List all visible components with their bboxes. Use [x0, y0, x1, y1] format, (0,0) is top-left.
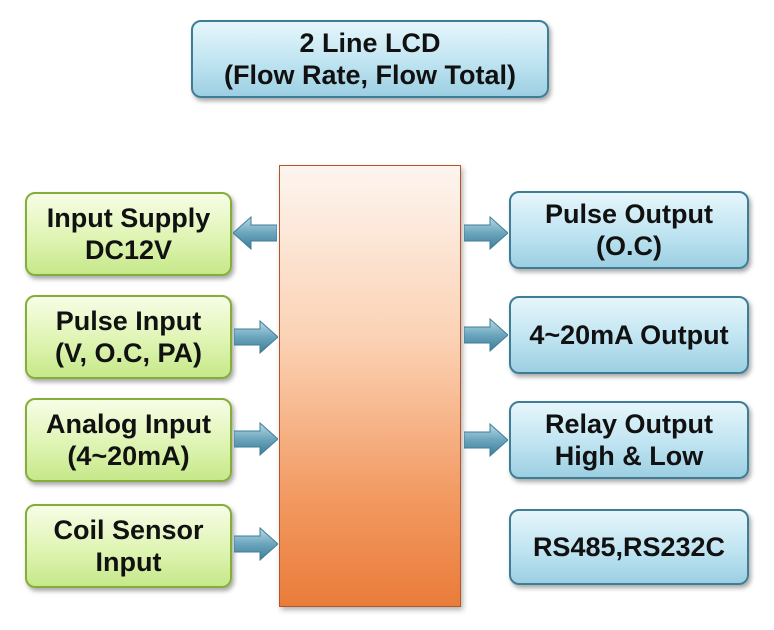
relay-output-box: Relay Output High & Low — [509, 401, 749, 479]
pulse-input-label: Pulse Input — [55, 305, 202, 336]
serial-comm-box: RS485,RS232C — [509, 509, 749, 585]
coil-sensor-label: Coil Sensor — [53, 514, 204, 545]
lcd-subtitle: (Flow Rate, Flow Total) — [224, 60, 516, 90]
lcd-display-box: 2 Line LCD (Flow Rate, Flow Total) — [191, 20, 549, 98]
analog-output-label: 4~20mA Output — [529, 319, 729, 350]
arrow-right-icon — [464, 423, 508, 457]
pulse-input-spec: (V, O.C, PA) — [54, 338, 203, 368]
pulse-output-spec: (O.C) — [596, 231, 662, 261]
input-supply-label: Input Supply — [46, 202, 211, 233]
input-supply-box: Input Supply DC12V — [25, 192, 232, 276]
pulse-output-label: Pulse Output — [545, 198, 713, 229]
arrow-right-icon — [464, 318, 508, 352]
analog-input-label: Analog Input — [46, 408, 211, 439]
arrow-right-icon — [234, 320, 278, 354]
coil-sensor-input-box: Coil Sensor Input — [25, 504, 232, 588]
arrow-right-icon — [234, 422, 278, 456]
controller-block — [279, 165, 461, 607]
pulse-output-box: Pulse Output (O.C) — [509, 191, 749, 269]
analog-input-box: Analog Input (4~20mA) — [25, 398, 232, 482]
relay-output-label: Relay Output — [544, 408, 713, 439]
input-supply-spec: DC12V — [84, 235, 173, 265]
arrow-left-icon — [233, 216, 277, 250]
relay-output-spec: High & Low — [554, 441, 704, 471]
serial-comm-label: RS485,RS232C — [532, 531, 726, 562]
lcd-title: 2 Line LCD — [299, 27, 441, 58]
arrow-right-icon — [464, 216, 508, 250]
analog-input-spec: (4~20mA) — [67, 441, 190, 471]
arrow-right-icon — [234, 527, 278, 561]
coil-sensor-spec: Input — [95, 547, 162, 577]
analog-output-box: 4~20mA Output — [509, 296, 749, 374]
pulse-input-box: Pulse Input (V, O.C, PA) — [25, 295, 232, 379]
